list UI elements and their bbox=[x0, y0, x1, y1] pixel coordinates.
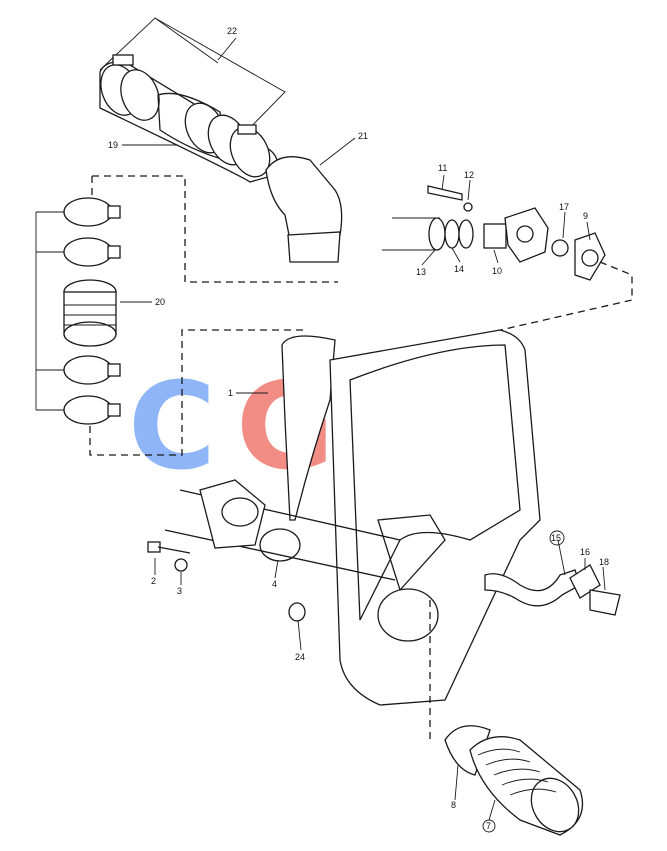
label-7: 7 bbox=[486, 821, 491, 831]
label-15-circle bbox=[549, 530, 565, 546]
label-9: 9 bbox=[583, 211, 588, 221]
main-housing bbox=[147, 329, 621, 706]
label-1: 1 bbox=[228, 388, 233, 398]
label-4: 4 bbox=[272, 579, 277, 589]
clamp-stack bbox=[35, 175, 338, 456]
label-15: 15 bbox=[551, 533, 561, 543]
label-16: 16 bbox=[580, 547, 590, 557]
label-3: 3 bbox=[177, 586, 182, 596]
label-20: 20 bbox=[155, 297, 165, 307]
label-17: 17 bbox=[559, 202, 569, 212]
label-22: 22 bbox=[227, 26, 237, 36]
label-21: 21 bbox=[358, 131, 368, 141]
watermark-letter-c1: C bbox=[128, 358, 216, 497]
label-2: 2 bbox=[151, 576, 156, 586]
label-7-circle bbox=[482, 819, 496, 833]
leader-lines bbox=[120, 37, 606, 821]
callout-labels: 22 19 21 11 12 17 9 13 14 10 20 1 2 3 4 … bbox=[108, 26, 609, 833]
label-19: 19 bbox=[108, 140, 118, 150]
hose-assembly-top bbox=[99, 17, 343, 263]
label-11: 11 bbox=[438, 163, 447, 173]
label-24: 24 bbox=[295, 652, 305, 662]
label-10: 10 bbox=[492, 266, 502, 276]
label-8: 8 bbox=[451, 800, 456, 810]
label-12: 12 bbox=[464, 170, 474, 180]
label-18: 18 bbox=[599, 557, 609, 567]
label-14: 14 bbox=[454, 264, 464, 274]
label-13: 13 bbox=[416, 267, 426, 277]
bellows-hose bbox=[429, 600, 584, 836]
